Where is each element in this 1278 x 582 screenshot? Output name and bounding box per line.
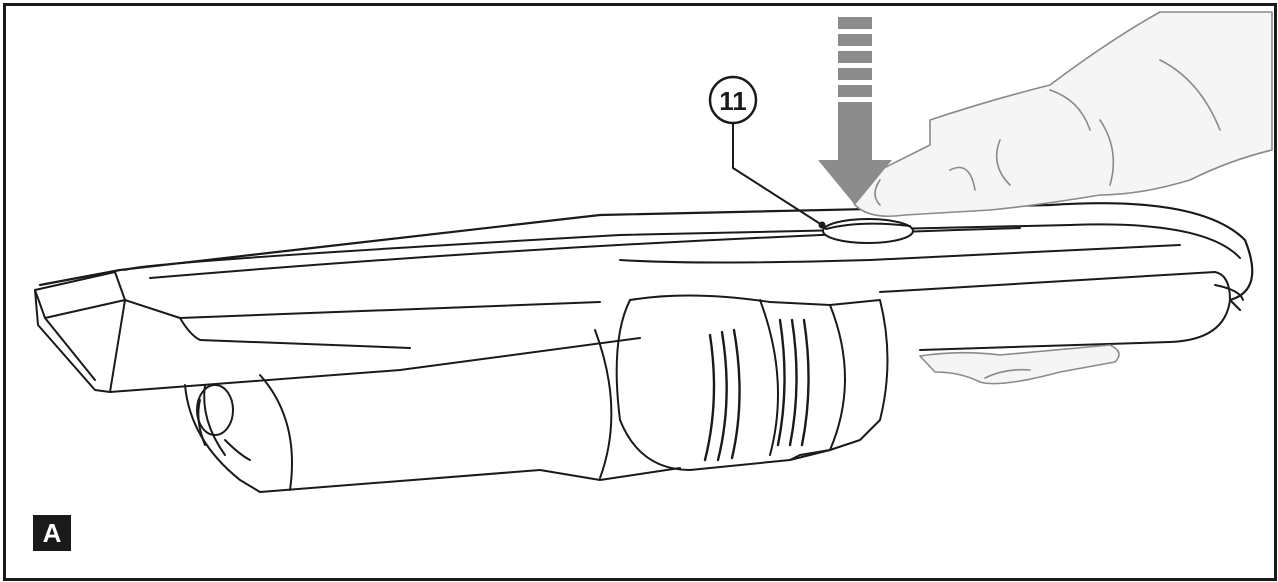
panel-label: A [33, 515, 71, 551]
dust-bowl [184, 329, 681, 493]
vacuum-body [38, 202, 1254, 351]
motor-housing [615, 294, 889, 471]
gripping-hand [919, 344, 1120, 385]
press-arrow [818, 17, 892, 205]
pressing-hand [851, 11, 1273, 218]
nozzle [34, 271, 641, 393]
callout-leader [708, 75, 826, 229]
power-button [822, 218, 914, 244]
callout-number: 11 [719, 86, 747, 116]
vent-slots [703, 318, 810, 462]
